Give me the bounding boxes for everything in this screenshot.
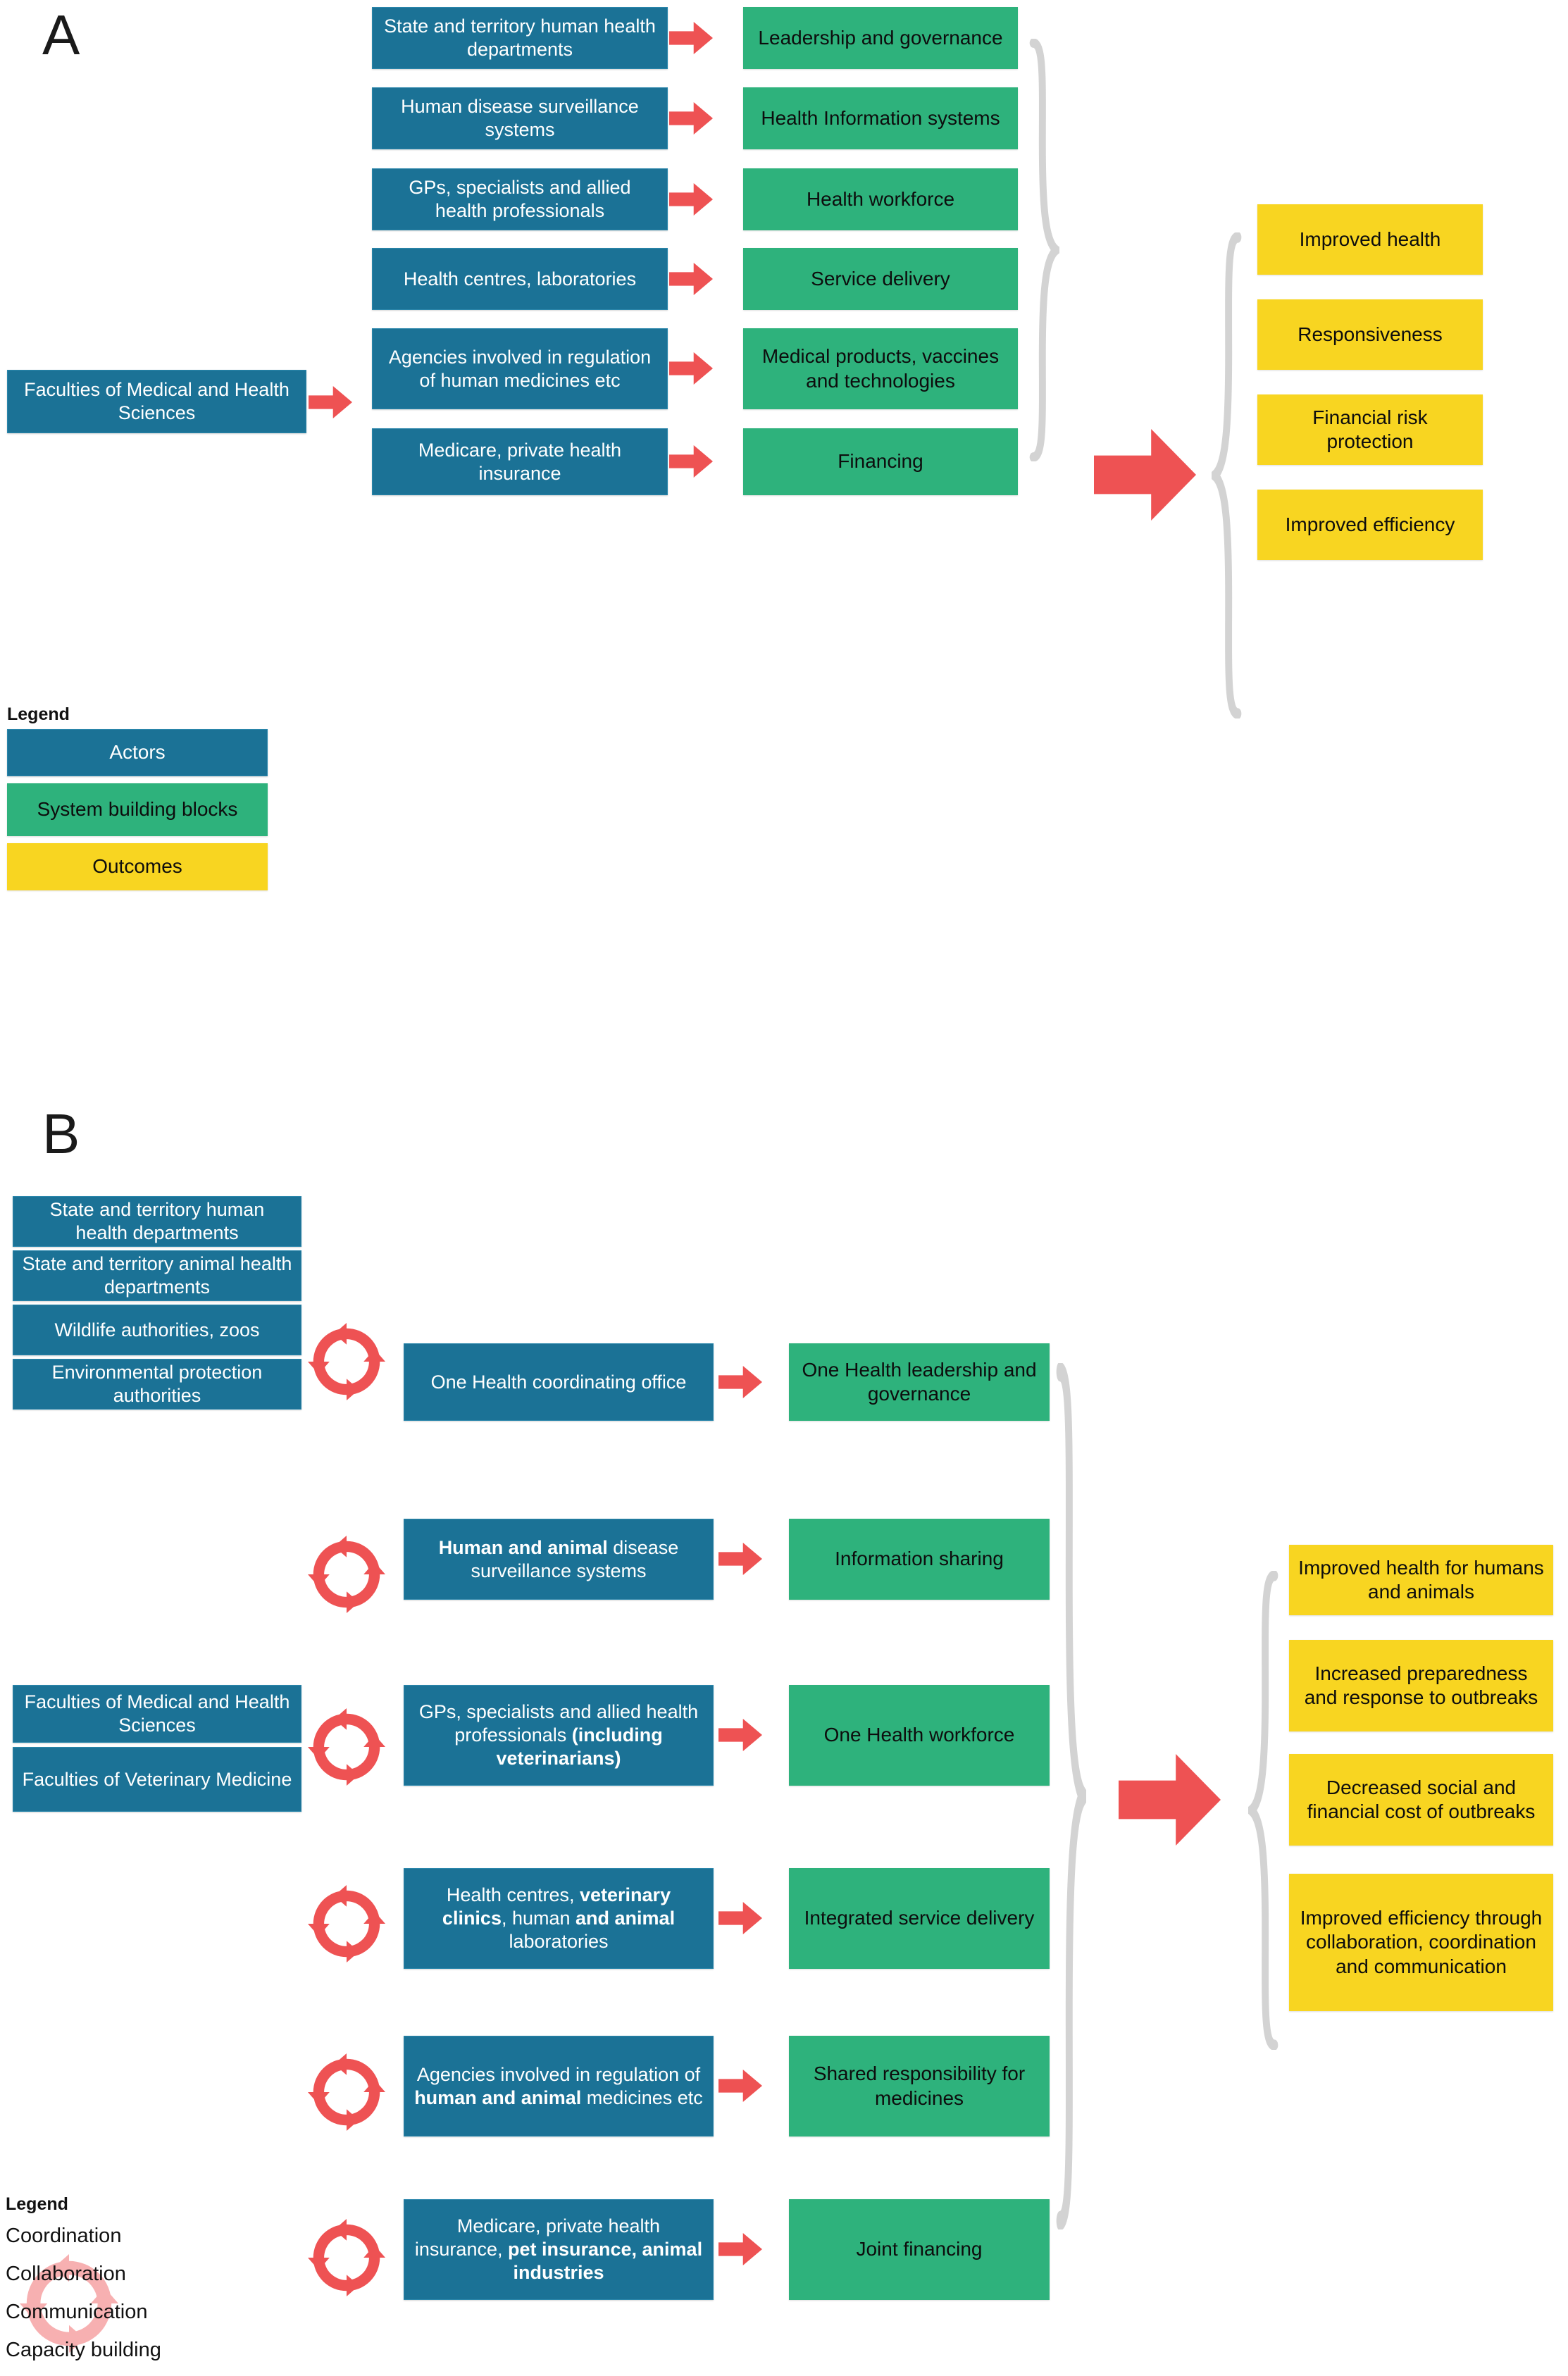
panel-b-actor-left-0: State and territory human health departm… [13, 1196, 301, 1247]
arrow-icon-a-3 [669, 263, 713, 295]
panel-b-actor-0-text: One Health coordinating office [430, 1371, 687, 1393]
arrow-icon-a-left [309, 386, 352, 418]
panel-a-actor-3: Health centres, laboratories [372, 248, 668, 310]
panel-b-actor-left-4: Faculties of Medical and Health Sciences [13, 1685, 301, 1743]
arrow-icon-b-4 [718, 2070, 762, 2102]
panel-b-block-3: Integrated service delivery [789, 1868, 1050, 1969]
arrow-icon-a-4 [669, 352, 713, 385]
arrow-icon-a-1 [669, 102, 713, 135]
panel-a-block-3: Service delivery [743, 248, 1018, 310]
panel-b-actor-2-text: GPs, specialists and allied health profe… [418, 1701, 699, 1769]
panel-b-legend-line-2: Communication [6, 2301, 148, 2323]
panel-a-outcome-0: Improved health [1257, 204, 1483, 275]
panel-b-actor-left-3: Environmental protection authorities [13, 1359, 301, 1410]
panel-b-block-4: Shared responsibility for medicines [789, 2036, 1050, 2136]
arrow-icon-b-3 [718, 1902, 762, 1934]
panel-a-outcome-1: Responsiveness [1257, 299, 1483, 370]
arrow-icon-a-0 [669, 22, 713, 54]
panel-b-legend-title: Legend [6, 2194, 68, 2214]
panel-a-actor-1: Human disease surveillance systems [372, 87, 668, 149]
panel-a-outcome-3: Improved efficiency [1257, 490, 1483, 560]
panel-a-legend-swatch-outcomes: Outcomes [7, 843, 268, 890]
panel-b-actor-3-text: Health centres, veterinary clinics, huma… [442, 1884, 676, 1952]
arrow-icon-b-1 [718, 1543, 762, 1575]
panel-a-block-4: Medical products, vaccines and technolog… [743, 328, 1018, 409]
panel-b-legend-line-3: Capacity building [6, 2339, 161, 2361]
panel-a-actor-2: GPs, specialists and allied health profe… [372, 168, 668, 230]
panel-a-block-0: Leadership and governance [743, 7, 1018, 69]
brace-a-right [1212, 232, 1243, 719]
panel-b-legend-line-0: Coordination [6, 2225, 122, 2247]
panel-b-actor-4: Agencies involved in regulation of human… [404, 2036, 714, 2136]
arrow-icon-a-main [1094, 429, 1196, 521]
panel-b-outcome-0: Improved health for humans and animals [1289, 1545, 1553, 1615]
cycle-icon-b-2 [308, 1708, 385, 1786]
panel-a-block-2: Health workforce [743, 168, 1018, 230]
arrow-icon-a-5 [669, 445, 713, 478]
cycle-icon-b-0 [308, 1323, 385, 1400]
brace-b-left [1055, 1363, 1086, 2229]
panel-b-actor-left-5: Faculties of Veterinary Medicine [13, 1747, 301, 1812]
panel-b-actor-2: GPs, specialists and allied health profe… [404, 1685, 714, 1786]
panel-b-actor-left-2: Wildlife authorities, zoos [13, 1305, 301, 1355]
panel-a-legend-swatch-blocks: System building blocks [7, 783, 268, 836]
panel-b-block-2: One Health workforce [789, 1685, 1050, 1786]
arrow-icon-b-5 [718, 2233, 762, 2265]
panel-b-legend-line-1: Collaboration [6, 2263, 126, 2285]
panel-b-outcome-3: Improved efficiency through collaboratio… [1289, 1874, 1553, 2011]
panel-a-legend-swatch-actors: Actors [7, 729, 268, 776]
brace-a-left [1028, 39, 1059, 461]
panel-b-actor-4-text: Agencies involved in regulation of human… [414, 2063, 703, 2108]
arrow-icon-b-main [1119, 1754, 1221, 1846]
panel-a-actor-5: Medicare, private health insurance [372, 428, 668, 495]
panel-a-block-1: Health Information systems [743, 87, 1018, 149]
panel-a-actor-left-0: Faculties of Medical and Health Sciences [7, 370, 306, 433]
cycle-icon-b-4 [308, 2053, 385, 2131]
panel-a-legend-title: Legend [7, 704, 70, 724]
panel-a-letter: A [42, 4, 80, 66]
panel-a-actor-0: State and territory human health departm… [372, 7, 668, 69]
panel-b-actor-5-text: Medicare, private health insurance, pet … [414, 2215, 703, 2283]
panel-b-block-0: One Health leadership and governance [789, 1343, 1050, 1421]
arrow-icon-a-2 [669, 183, 713, 216]
arrow-icon-b-2 [718, 1719, 762, 1751]
brace-b-right [1248, 1571, 1279, 2050]
panel-a-actor-4: Agencies involved in regulation of human… [372, 328, 668, 409]
panel-a-outcome-2: Financial risk protection [1257, 394, 1483, 465]
panel-b-block-1: Information sharing [789, 1519, 1050, 1600]
panel-b-actor-5: Medicare, private health insurance, pet … [404, 2199, 714, 2300]
arrow-icon-b-0 [718, 1366, 762, 1398]
panel-a-block-5: Financing [743, 428, 1018, 495]
panel-b-actor-3: Health centres, veterinary clinics, huma… [404, 1868, 714, 1969]
panel-b-actor-left-1: State and territory animal health depart… [13, 1250, 301, 1301]
cycle-icon-b-1 [308, 1536, 385, 1613]
panel-b-outcome-2: Decreased social and financial cost of o… [1289, 1754, 1553, 1846]
cycle-icon-b-3 [308, 1885, 385, 1963]
cycle-icon-b-5 [308, 2219, 385, 2296]
panel-b-block-5: Joint financing [789, 2199, 1050, 2300]
panel-b-actor-0: One Health coordinating office [404, 1343, 714, 1421]
panel-b-letter: B [42, 1102, 80, 1165]
panel-b-actor-1: Human and animal disease surveillance sy… [404, 1519, 714, 1600]
panel-b-outcome-1: Increased preparedness and response to o… [1289, 1640, 1553, 1731]
panel-b-actor-1-text: Human and animal disease surveillance sy… [438, 1536, 679, 1581]
